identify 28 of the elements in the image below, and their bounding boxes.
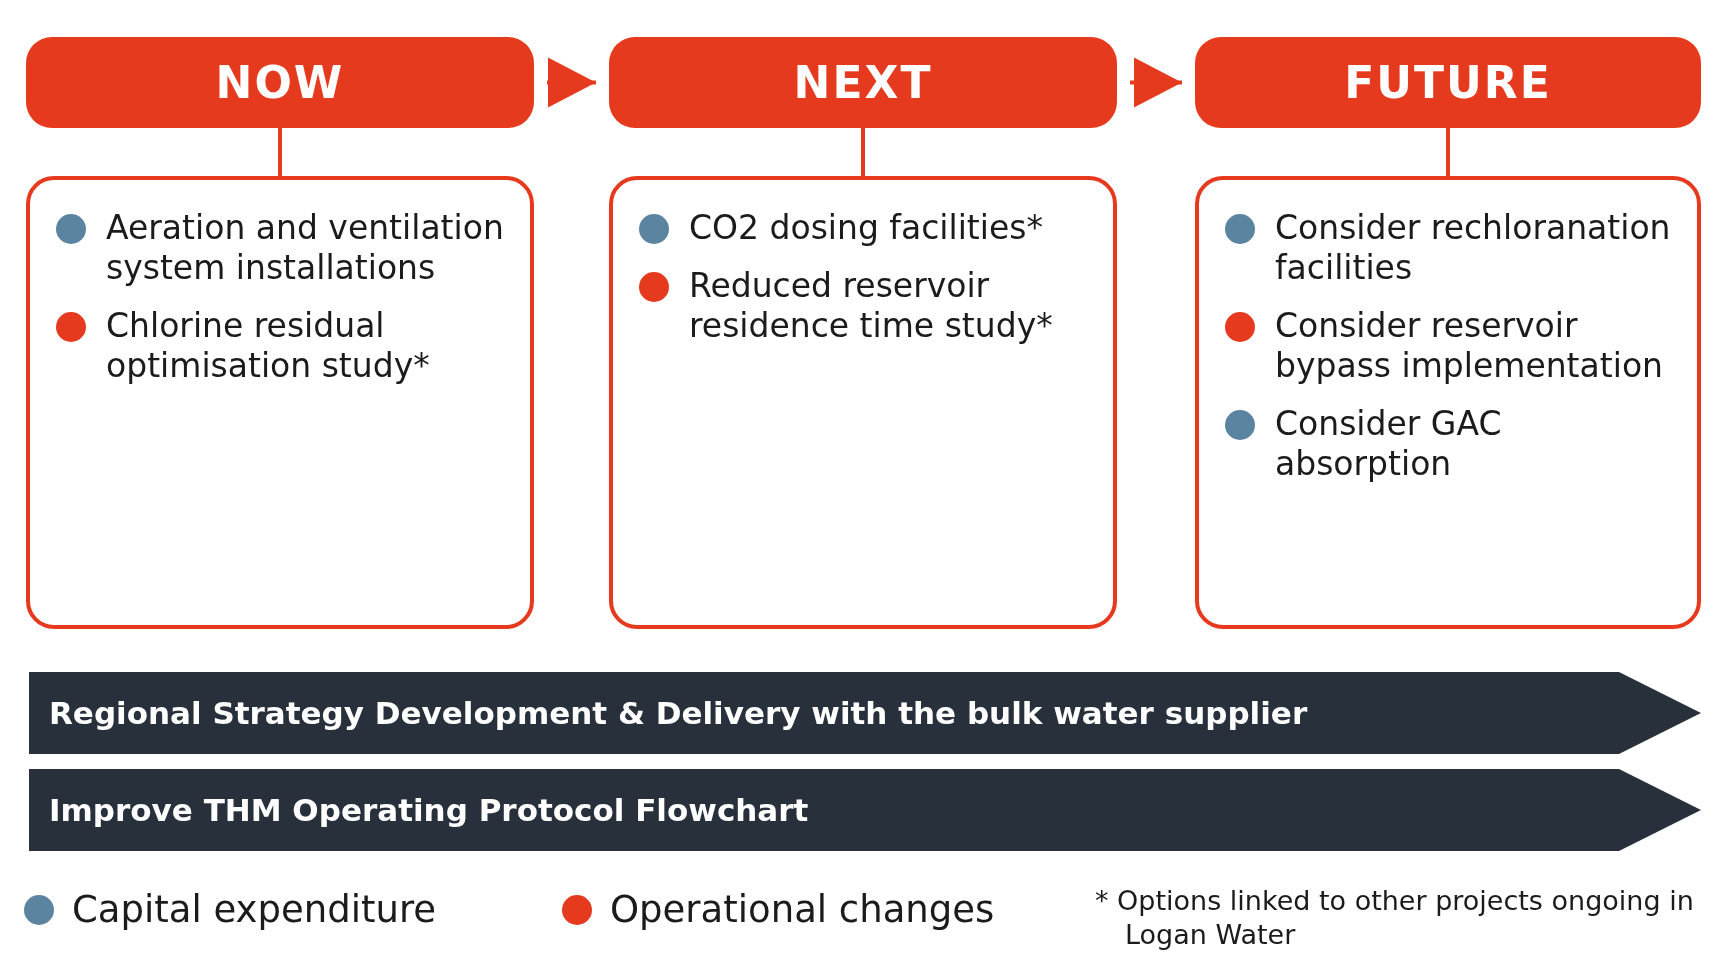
list-item-text: Consider rechloranation facilities — [1275, 208, 1672, 288]
phase-header — [609, 37, 1117, 128]
legend-text: Capital expenditure — [72, 888, 437, 931]
phase-card — [26, 176, 534, 629]
phase-header — [1195, 37, 1701, 128]
list-item-text: Reduced reservoir residence time study* — [689, 266, 1054, 346]
arrow — [1130, 57, 1182, 108]
arrow-banner — [29, 672, 1701, 754]
phase-header — [26, 37, 534, 128]
connector-line — [1446, 128, 1450, 176]
phase-card — [609, 176, 1117, 629]
connector-line — [861, 128, 865, 176]
list-item-text: Chlorine residual optimisation study* — [106, 306, 431, 386]
banner-text: Improve THM Operating Protocol Flowchart — [49, 791, 809, 830]
phase-title: NOW — [215, 57, 345, 108]
list-item-text: Consider reservoir bypass implementation — [1275, 306, 1664, 386]
footnote: * Options linked to other projects ongoing in Logan Water — [1095, 884, 1695, 952]
arrow-banner — [29, 769, 1701, 851]
arrow — [547, 57, 596, 108]
list-item-text: Aeration and ventilation system installations — [106, 208, 505, 288]
list-item-text: Consider GAC absorption — [1275, 404, 1503, 484]
legend-text: Operational changes — [610, 888, 995, 931]
phase-title: NEXT — [793, 57, 933, 108]
phase-title: FUTURE — [1344, 57, 1552, 108]
banner-text: Regional Strategy Development & Delivery with the bulk water supplier — [49, 694, 1308, 733]
phase-card — [1195, 176, 1701, 629]
list-item-text: CO2 dosing facilities* — [689, 208, 1043, 248]
connector-line — [278, 128, 282, 176]
